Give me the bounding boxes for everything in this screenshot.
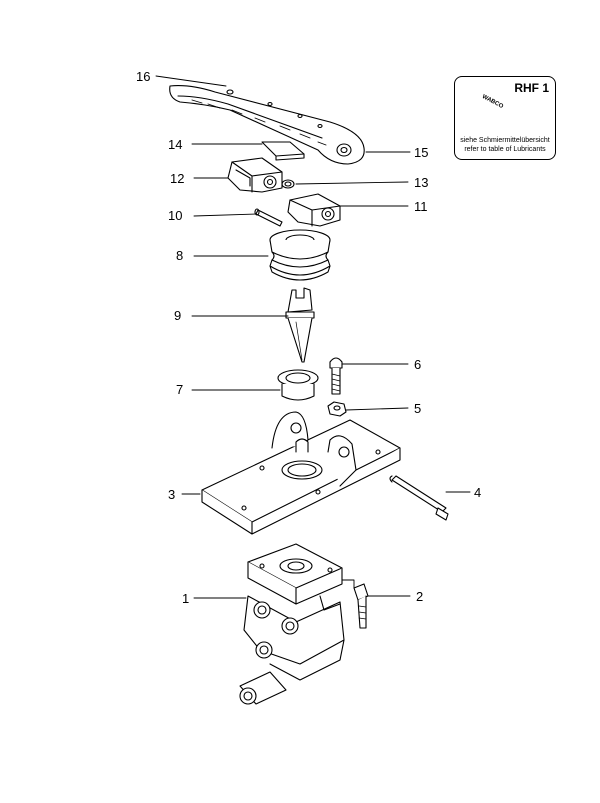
circlip	[281, 179, 295, 189]
long-bolt	[389, 475, 449, 521]
label-14: 14	[168, 137, 183, 152]
label-4: 4	[474, 485, 482, 500]
screw	[341, 579, 369, 629]
label-1: 1	[182, 591, 190, 606]
rubber-boot	[269, 229, 331, 281]
label-2: 2	[416, 589, 424, 604]
leader-lines	[155, 75, 471, 599]
nut	[327, 401, 347, 417]
label-8: 8	[176, 248, 184, 263]
label-12: 12	[170, 171, 185, 186]
label-10: 10	[168, 208, 183, 223]
pedal-lever	[169, 85, 365, 165]
label-7: 7	[176, 382, 184, 397]
roller-bracket-right	[287, 193, 341, 227]
pad	[261, 141, 305, 161]
base-plate	[201, 411, 401, 535]
screw-short	[329, 357, 343, 395]
label-3: 3	[168, 487, 176, 502]
brand-label: WABCO	[480, 93, 505, 111]
lubricant-reference-box: RHF 1 WABCO siehe Schmiermittelübersicht…	[454, 76, 556, 160]
lubricant-code: RHF 1	[514, 81, 549, 95]
label-5: 5	[414, 401, 422, 416]
valve-body	[239, 543, 345, 705]
lubricant-note-en: refer to table of Lubricants	[464, 146, 546, 153]
plunger	[285, 287, 315, 363]
label-15: 15	[414, 145, 429, 160]
label-11: 11	[414, 199, 428, 214]
pin	[254, 208, 283, 227]
label-9: 9	[174, 308, 182, 323]
label-13: 13	[414, 175, 429, 190]
roller-bracket-left	[227, 157, 283, 193]
guide-bushing	[277, 369, 319, 401]
label-16: 16	[136, 69, 151, 84]
label-6: 6	[414, 357, 422, 372]
lubricant-note-de: siehe Schmiermittelübersicht	[460, 137, 550, 144]
